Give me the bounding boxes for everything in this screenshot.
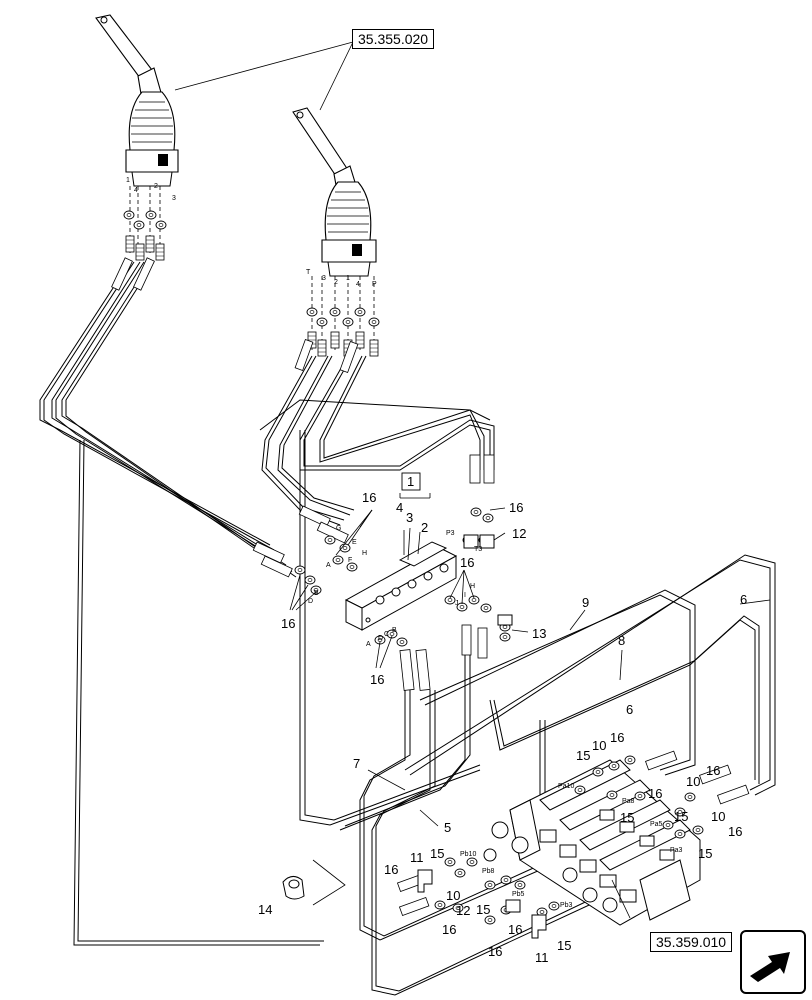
port-pb5: Pb5 xyxy=(512,891,525,898)
callout-16m: 16 xyxy=(508,922,522,937)
port-e: E xyxy=(352,539,357,546)
port-f: F xyxy=(348,557,352,564)
callout-15c: 15 xyxy=(674,809,688,824)
port-pb10: Pb10 xyxy=(460,851,476,858)
port-1-left: 1 xyxy=(126,177,130,184)
next-page-arrow-icon xyxy=(750,952,790,982)
callout-9: 9 xyxy=(582,595,589,610)
callout-2: 2 xyxy=(421,520,428,535)
hose-crimps xyxy=(111,257,750,916)
port-c: C xyxy=(384,631,389,638)
port-a1: A xyxy=(326,562,331,569)
port-pa3: Pa3 xyxy=(670,847,683,854)
port-b1: B xyxy=(314,590,319,597)
callout-12a: 12 xyxy=(512,526,526,541)
callout-15b: 15 xyxy=(620,810,634,825)
valve-reference-box[interactable]: 35.359.010 xyxy=(650,932,733,952)
port-a2: A xyxy=(366,641,371,648)
callout-10a: 10 xyxy=(592,738,606,753)
manifold-block xyxy=(344,541,458,631)
left-joystick-pilot-fittings xyxy=(129,186,161,258)
port-p: P xyxy=(372,281,377,288)
callout-5: 5 xyxy=(444,820,451,835)
callout-16j: 16 xyxy=(384,862,398,877)
pilot-hoses xyxy=(39,261,776,996)
hose-clamp xyxy=(282,876,305,900)
callout-16g: 16 xyxy=(706,763,720,778)
port-pa5: Pa5 xyxy=(650,821,663,828)
callout-16b: 16 xyxy=(281,616,295,631)
callout-16k: 16 xyxy=(442,922,456,937)
port-h2: H xyxy=(470,583,475,590)
port-pa10: Pa10 xyxy=(558,783,574,790)
callout-13: 13 xyxy=(532,626,546,641)
callout-4: 4 xyxy=(396,500,403,515)
leader-lines xyxy=(174,41,771,919)
callout-16c: 16 xyxy=(370,672,384,687)
port-pb3: Pb3 xyxy=(560,902,573,909)
callout-11a: 11 xyxy=(410,850,424,865)
port-d2: D xyxy=(378,635,383,642)
port-j: J xyxy=(455,600,459,607)
callout-16e: 16 xyxy=(509,500,523,515)
callout-16l: 16 xyxy=(488,944,502,959)
next-page-button[interactable] xyxy=(740,930,806,994)
callout-15a: 15 xyxy=(576,748,590,763)
port-pb8: Pb8 xyxy=(482,868,495,875)
port-p3: P3 xyxy=(446,530,455,537)
control-valve xyxy=(483,759,701,926)
callout-6b: 6 xyxy=(626,702,633,717)
port-pa8: Pa8 xyxy=(622,798,635,805)
callout-1-box xyxy=(401,472,421,491)
callout-16h: 16 xyxy=(648,786,662,801)
port-g: G xyxy=(336,525,341,532)
port-t3: T3 xyxy=(474,546,482,553)
port-i: I xyxy=(464,592,466,599)
callout-3: 3 xyxy=(406,510,413,525)
callout-16a: 16 xyxy=(362,490,376,505)
elbow-fittings xyxy=(417,869,547,939)
port-3-left: 3 xyxy=(172,195,176,202)
port-2-right: 2 xyxy=(334,279,338,286)
right-joystick xyxy=(292,107,377,277)
callout-15d: 15 xyxy=(698,846,712,861)
right-joystick-fittings xyxy=(306,307,380,357)
port-b2: B xyxy=(392,627,397,634)
callout-15e: 15 xyxy=(430,846,444,861)
port-3-right: 3 xyxy=(322,275,326,282)
callout-15f: 15 xyxy=(476,902,490,917)
joystick-reference-box[interactable]: 35.355.020 xyxy=(352,29,435,49)
callout-11b: 11 xyxy=(535,950,549,965)
port-4-right: 4 xyxy=(356,281,360,288)
port-h1: H xyxy=(362,550,367,557)
left-joystick xyxy=(95,14,179,187)
clamp-bracket-line xyxy=(312,859,346,906)
callout-10b: 10 xyxy=(686,774,700,789)
callout-1: 1 xyxy=(407,474,414,489)
callout-8: 8 xyxy=(618,633,625,648)
callout-16d: 16 xyxy=(460,555,474,570)
callout-10d: 10 xyxy=(446,888,460,903)
callout-14: 14 xyxy=(258,902,272,917)
port-t: T xyxy=(306,269,311,276)
port-2-left: 2 xyxy=(154,183,158,190)
port-d1: D xyxy=(308,598,313,605)
callout-12b: 12 xyxy=(456,903,470,918)
callout-7: 7 xyxy=(353,756,360,771)
callout-16i: 16 xyxy=(728,824,742,839)
callout-16f: 16 xyxy=(610,730,624,745)
port-4-left: 4 xyxy=(134,187,138,194)
callout-6a: 6 xyxy=(740,592,747,607)
callout-15g: 15 xyxy=(557,938,571,953)
port-1-right: 1 xyxy=(346,275,350,282)
callout-10c: 10 xyxy=(711,809,725,824)
tee-fittings xyxy=(463,534,513,626)
